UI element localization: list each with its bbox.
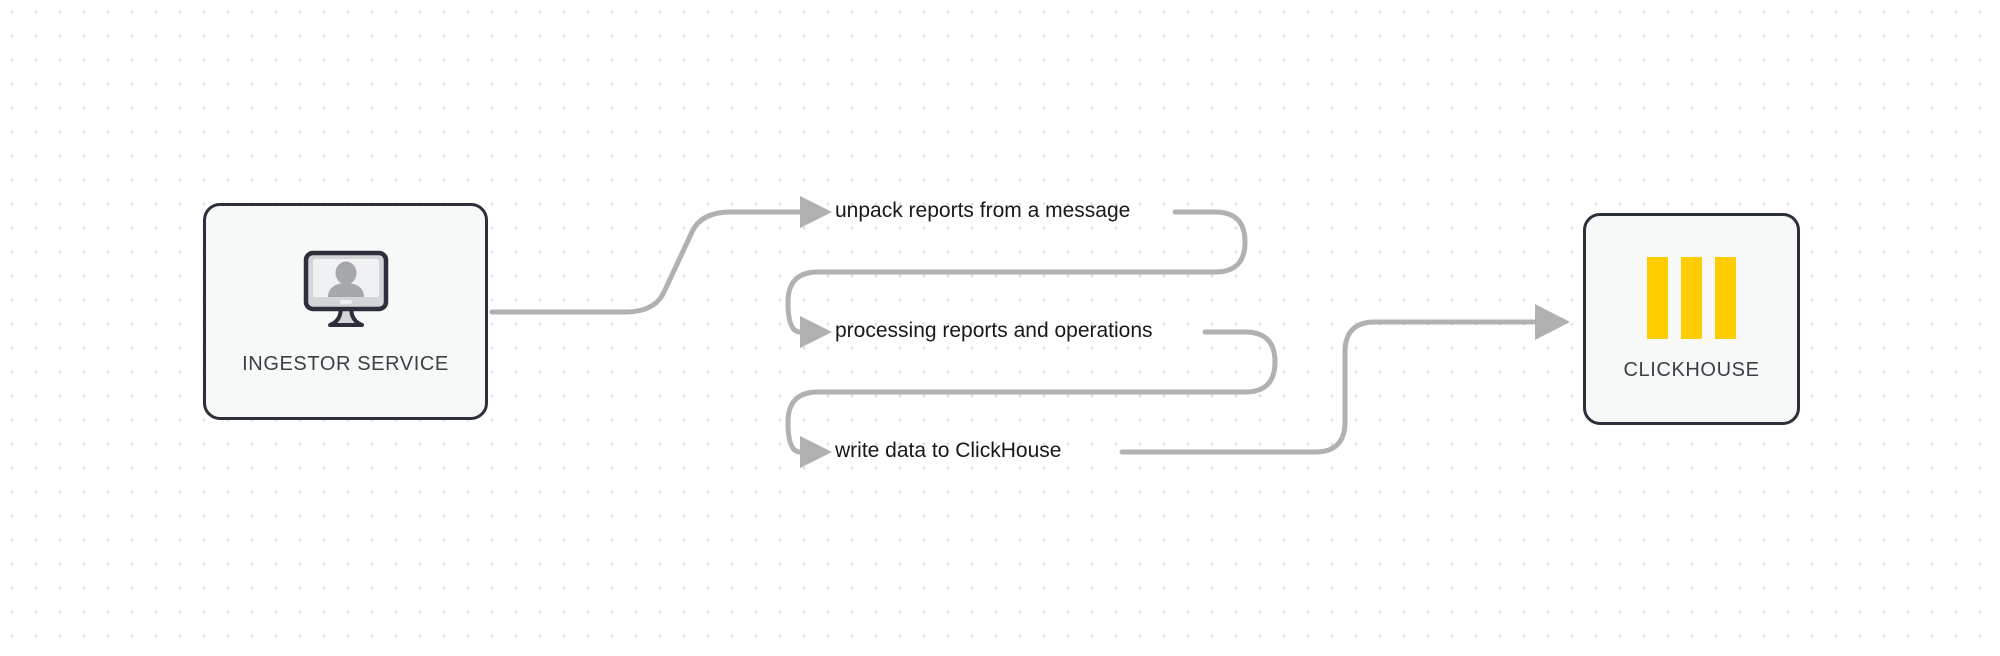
edge-label-unpack: unpack reports from a message: [835, 199, 1131, 222]
edge-label-write: write data to ClickHouse: [835, 439, 1062, 462]
node-clickhouse[interactable]: CLICKHOUSE: [1583, 213, 1800, 425]
node-ingestor-service[interactable]: INGESTOR SERVICE: [203, 203, 488, 420]
clickhouse-bar-3: [1715, 256, 1736, 339]
edge-processing-to-write: [785, 329, 1278, 455]
clickhouse-logo-icon: [1647, 256, 1736, 339]
clickhouse-bar-1: [1647, 256, 1668, 339]
arrow-head-processing: [800, 316, 832, 348]
arrow-head-write: [800, 436, 832, 468]
edge-ingestor-to-unpack: [489, 209, 803, 315]
edge-unpack-to-processing: [785, 209, 1248, 335]
clickhouse-bar-2: [1681, 256, 1702, 339]
edge-label-processing: processing reports and operations: [835, 319, 1153, 342]
edge-write-to-clickhouse: [1119, 319, 1538, 455]
arrow-head-clickhouse: [1535, 304, 1570, 340]
arrow-head-unpack: [800, 196, 832, 228]
node-clickhouse-label: CLICKHOUSE: [1623, 358, 1760, 381]
node-ingestor-service-label: INGESTOR SERVICE: [242, 353, 449, 375]
monitor-user-icon: [297, 247, 395, 335]
